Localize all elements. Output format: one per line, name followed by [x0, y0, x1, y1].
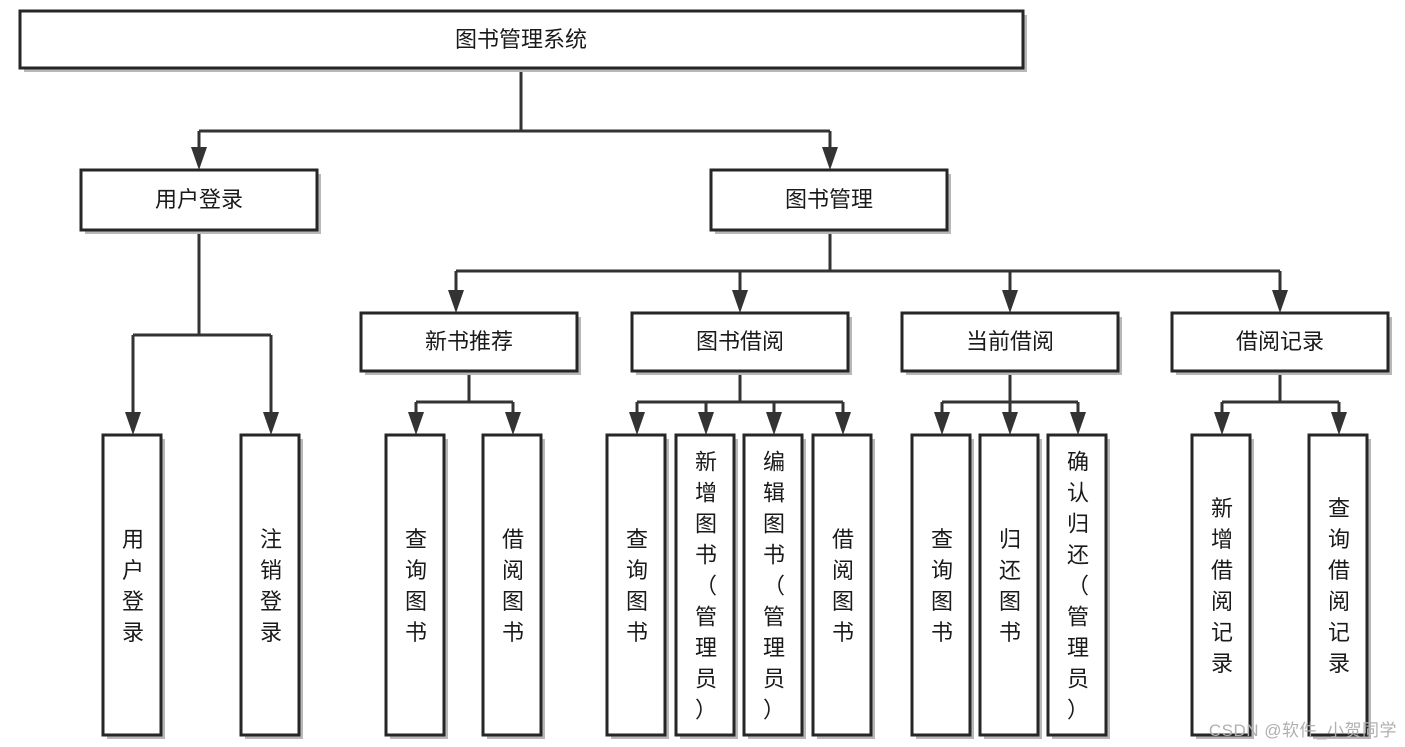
leaf-borrow-book-2-box	[811, 433, 873, 737]
leaf-confirm-return-label: 确认归还（管理员）	[1067, 450, 1089, 723]
leaf-return-book-label: 归还图书	[999, 527, 1021, 645]
node-root[interactable]: 图书管理系统	[18, 9, 1027, 72]
book-manage-label: 图书管理	[785, 187, 873, 212]
node-leaf-query-book-1[interactable]: 查询图书	[384, 433, 448, 739]
arrow-to-book-borrow	[732, 290, 748, 313]
leaf-edit-book-label: 编辑图书（管理员）	[763, 450, 785, 723]
node-book-borrow[interactable]: 图书借阅	[630, 311, 852, 375]
new-book-rec-label: 新书推荐	[425, 329, 513, 354]
node-leaf-query-book-2[interactable]: 查询图书	[605, 433, 669, 739]
leaf-add-record-label: 新增借阅记录	[1211, 496, 1233, 676]
node-user-login[interactable]: 用户登录	[79, 168, 321, 234]
connector-layer	[125, 68, 1347, 435]
arrow-to-book-manage	[822, 147, 838, 170]
borrow-record-box	[1170, 311, 1390, 373]
node-leaf-confirm-return[interactable]: 确认归还（管理员）	[1046, 433, 1110, 739]
arrow-to-leaf-query-book-2	[629, 412, 645, 435]
node-leaf-add-record[interactable]: 新增借阅记录	[1190, 433, 1254, 739]
leaf-add-book-label: 新增图书（管理员）	[695, 450, 717, 723]
node-current-borrow[interactable]: 当前借阅	[900, 311, 1122, 375]
node-new-book-rec[interactable]: 新书推荐	[359, 311, 581, 375]
arrow-to-leaf-confirm-return	[1070, 412, 1086, 435]
arrow-to-leaf-user-login	[125, 412, 141, 435]
current-borrow-box	[900, 311, 1120, 373]
arrow-to-leaf-query-book-3	[934, 412, 950, 435]
book-borrow-label: 图书借阅	[696, 329, 784, 354]
leaf-logout-label: 注销登录	[260, 527, 282, 645]
arrow-to-user-login	[191, 147, 207, 170]
arrow-to-leaf-logout	[263, 412, 279, 435]
current-borrow-label: 当前借阅	[966, 329, 1054, 354]
leaf-borrow-book-1-box	[481, 433, 543, 737]
leaf-query-book-2-box	[605, 433, 667, 737]
borrow-record-label: 借阅记录	[1236, 329, 1324, 354]
leaf-user-login-box	[101, 433, 163, 737]
leaf-query-record-label: 查询借阅记录	[1328, 496, 1350, 676]
leaf-borrow-book-1-label: 借阅图书	[502, 527, 524, 645]
arrow-to-leaf-edit-book	[766, 412, 782, 435]
node-leaf-query-book-3[interactable]: 查询图书	[910, 433, 974, 739]
csdn-watermark: CSDN @软件_小贺同学	[1208, 721, 1397, 740]
leaf-query-record-box	[1307, 433, 1369, 737]
arrow-to-new-book-rec	[448, 290, 464, 313]
arrow-to-leaf-add-record	[1214, 412, 1230, 435]
leaf-query-book-3-label: 查询图书	[931, 527, 953, 645]
user-login-label: 用户登录	[155, 187, 243, 212]
leaf-return-book-box	[978, 433, 1040, 737]
leaf-add-book-box	[674, 433, 736, 737]
arrow-to-leaf-borrow-book-1	[505, 412, 521, 435]
leaf-query-book-1-label: 查询图书	[405, 527, 427, 645]
node-leaf-logout[interactable]: 注销登录	[239, 433, 303, 739]
arrow-to-leaf-add-book	[698, 412, 714, 435]
node-leaf-borrow-book-2[interactable]: 借阅图书	[811, 433, 875, 739]
leaf-query-book-2-label: 查询图书	[626, 527, 648, 645]
leaf-logout-box	[239, 433, 301, 737]
book-borrow-box	[630, 311, 850, 373]
leaf-query-book-1-box	[384, 433, 446, 737]
arrow-to-borrow-record	[1272, 290, 1288, 313]
root-box	[18, 9, 1025, 70]
leaf-user-login-label: 用户登录	[122, 527, 144, 645]
arrow-to-leaf-query-record	[1331, 412, 1347, 435]
node-leaf-query-record[interactable]: 查询借阅记录	[1307, 433, 1371, 739]
leaf-add-record-box	[1190, 433, 1252, 737]
leaf-query-book-3-box	[910, 433, 972, 737]
node-leaf-return-book[interactable]: 归还图书	[978, 433, 1042, 739]
leaf-edit-book-box	[742, 433, 804, 737]
root-label: 图书管理系统	[455, 27, 587, 52]
node-borrow-record[interactable]: 借阅记录	[1170, 311, 1392, 375]
arrow-to-leaf-borrow-book-2	[835, 412, 851, 435]
arrow-to-current-borrow	[1002, 290, 1018, 313]
book-manage-box	[709, 168, 949, 232]
node-leaf-add-book[interactable]: 新增图书（管理员）	[674, 433, 738, 739]
arrow-to-leaf-query-book-1	[408, 412, 424, 435]
user-login-box	[79, 168, 319, 232]
leaf-borrow-book-2-label: 借阅图书	[832, 527, 854, 645]
node-leaf-edit-book[interactable]: 编辑图书（管理员）	[742, 433, 806, 739]
node-book-manage[interactable]: 图书管理	[709, 168, 951, 234]
arrow-to-leaf-return-book	[1002, 412, 1018, 435]
new-book-rec-box	[359, 311, 579, 373]
node-leaf-borrow-book-1[interactable]: 借阅图书	[481, 433, 545, 739]
node-leaf-user-login[interactable]: 用户登录	[101, 433, 165, 739]
leaf-confirm-return-box	[1046, 433, 1108, 737]
